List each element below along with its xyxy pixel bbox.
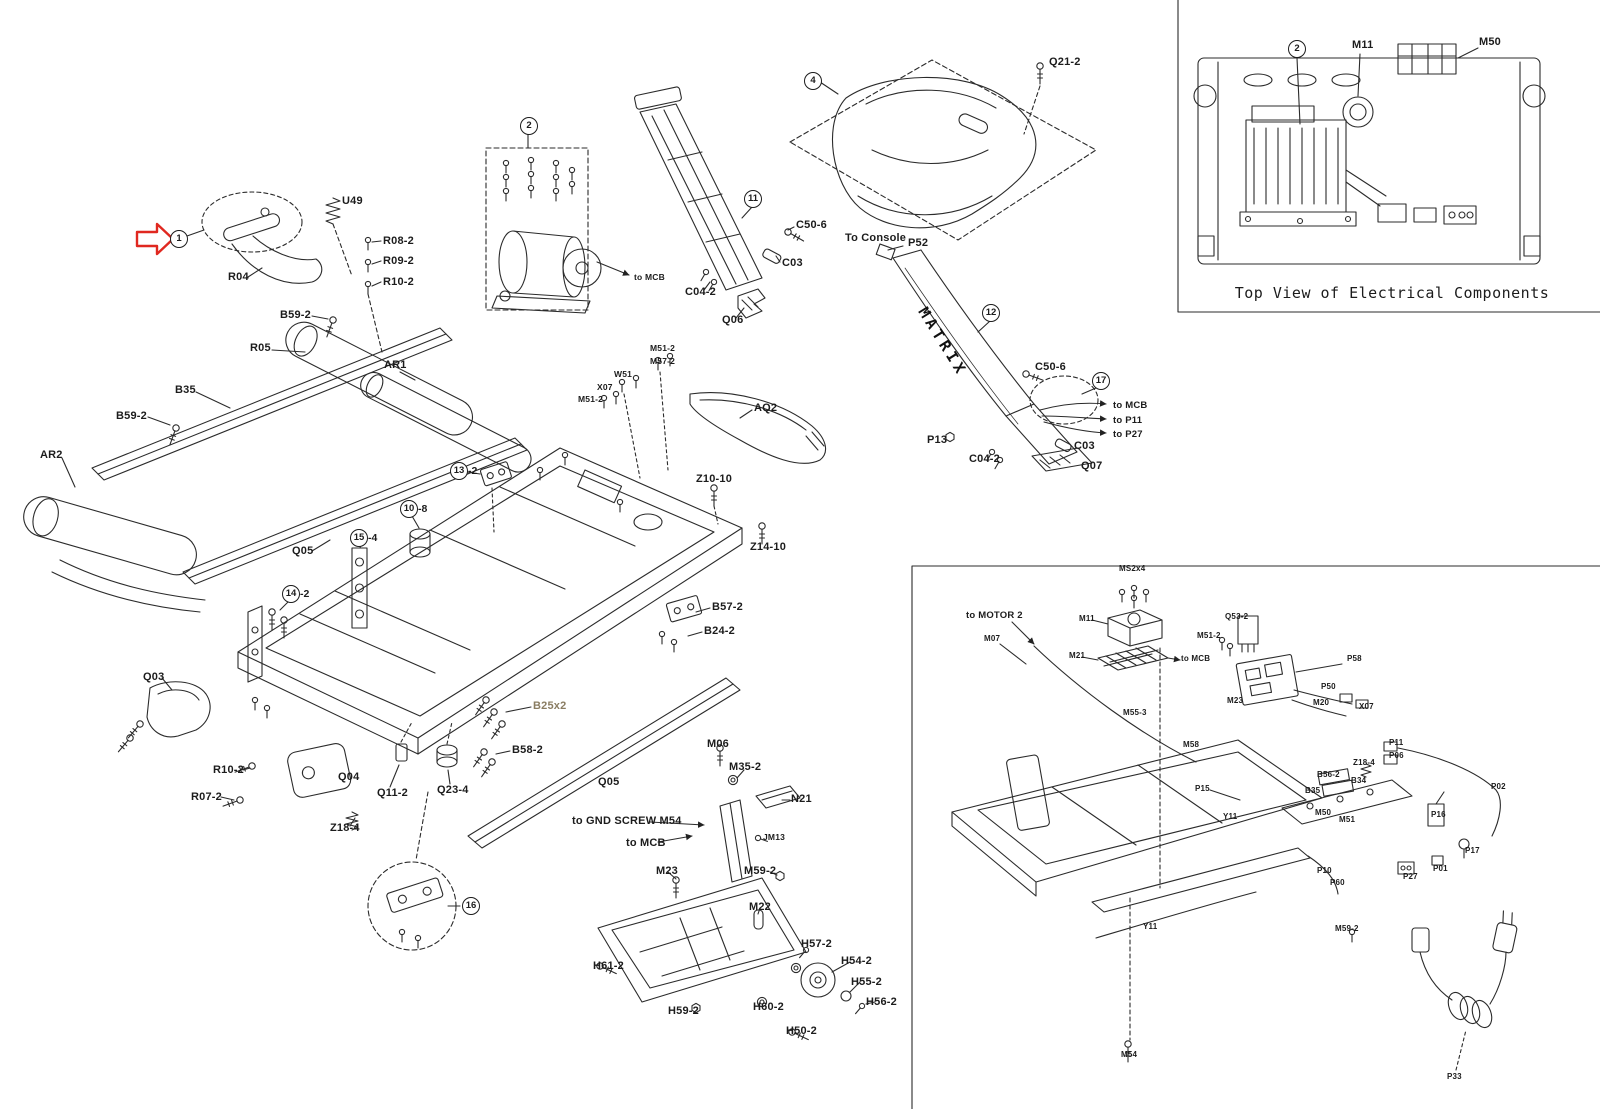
pointer-arrow-icon: [135, 222, 175, 256]
top-view-drawing: [1193, 43, 1546, 265]
panel-borders: [911, 0, 1600, 1109]
treadmill-deck-drawing: [23, 59, 1107, 1044]
electrical-exploded-drawing: [951, 584, 1518, 1071]
